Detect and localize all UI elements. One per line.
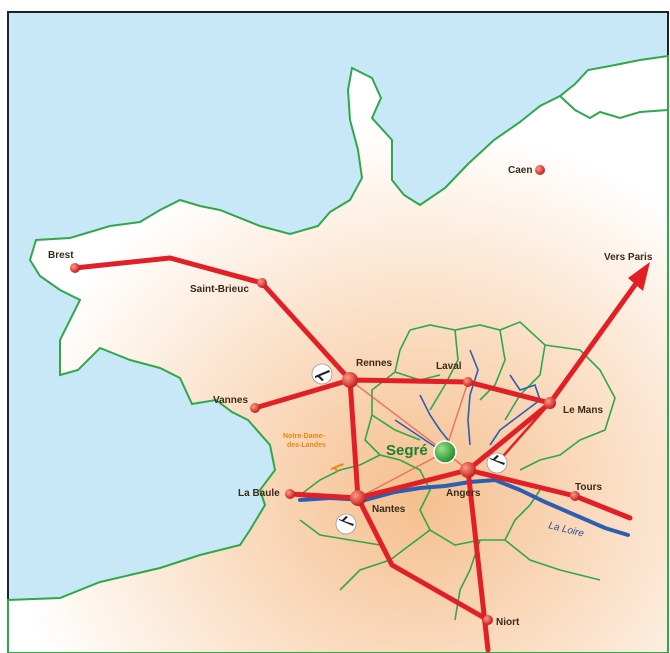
label-rennes: Rennes [356, 358, 393, 369]
label-le-mans: Le Mans [563, 405, 603, 416]
land-mass [7, 54, 669, 653]
label-segre: Segré [386, 442, 428, 459]
label-vannes: Vannes [213, 395, 248, 406]
city-dot-niort [483, 615, 493, 625]
label-saint-brieuc: Saint-Brieuc [190, 284, 249, 295]
city-dot-laval [463, 377, 473, 387]
city-dot-nantes [350, 490, 366, 506]
city-markers [70, 165, 580, 625]
city-dot-angers [460, 462, 476, 478]
city-dot-saint-brieuc [257, 278, 267, 288]
city-dot-tours [570, 491, 580, 501]
city-dot-brest [70, 263, 80, 273]
label-niort: Niort [496, 617, 520, 628]
map-labels: Caen Brest Saint-Brieuc Rennes Laval Le … [48, 165, 653, 628]
airport-icon-notre-dame [331, 463, 344, 472]
city-dot-rennes [342, 372, 358, 388]
road-angers-paris-thin [497, 402, 551, 463]
label-brest: Brest [48, 250, 74, 261]
airport-icon-rennes [311, 363, 333, 385]
road-brest-rennes [72, 255, 353, 383]
road-vannes-rennes [252, 377, 353, 411]
road-nantes-niort [355, 495, 491, 623]
label-caen: Caen [508, 165, 532, 176]
label-airport-line2: des-Landes [287, 442, 326, 449]
label-la-baule: La Baule [238, 488, 280, 499]
road-rennes-nantes [347, 377, 361, 501]
label-vers-paris: Vers Paris [604, 252, 653, 263]
city-dot-le-mans [544, 397, 556, 409]
segre-marker [433, 440, 457, 464]
label-nantes: Nantes [372, 504, 406, 515]
label-airport-line1: Notre-Dame- [283, 433, 326, 440]
city-dot-vannes [250, 403, 260, 413]
coastline-caen [559, 95, 669, 120]
label-tours: Tours [575, 482, 602, 493]
city-dot-la-baule [285, 489, 295, 499]
airport-icon-nantes [335, 513, 357, 535]
city-dot-caen [535, 165, 545, 175]
paris-arrow-head [628, 262, 650, 291]
airport-icon-angers [486, 452, 508, 474]
label-laval: Laval [436, 361, 462, 372]
label-angers: Angers [446, 488, 481, 499]
